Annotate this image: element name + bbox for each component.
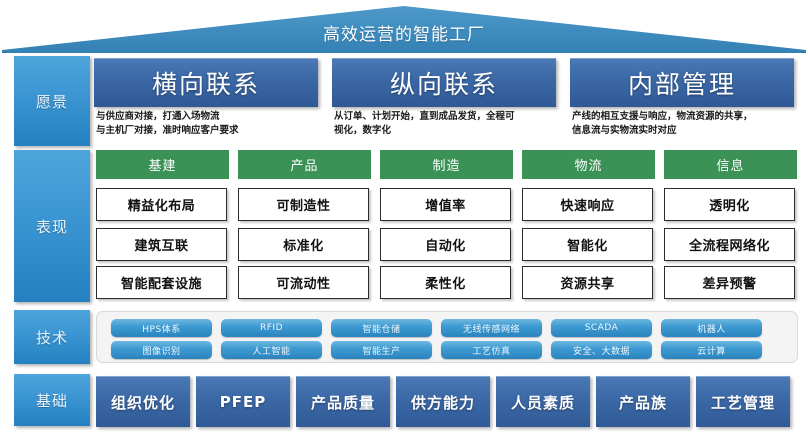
vision-card-title: 内部管理 bbox=[627, 70, 736, 99]
technology-pill[interactable]: SCADA bbox=[551, 319, 652, 337]
vision-description-horizontal: 与供应商对接，打通入场物流 与主机厂对接，准时响应客户要求 bbox=[96, 111, 239, 136]
foundation-box[interactable]: 人员素质 bbox=[496, 376, 590, 427]
vision-card-title: 横向联系 bbox=[151, 70, 260, 99]
performance-column: 产品可制造性标准化可流动性 bbox=[238, 150, 371, 299]
vision-card-vertical[interactable]: 纵向联系 bbox=[332, 58, 556, 107]
foundation-box[interactable]: 工艺管理 bbox=[696, 376, 790, 427]
performance-column: 信息透明化全流程网络化差异预警 bbox=[664, 150, 797, 299]
sidebar-item-technology[interactable]: 技术 bbox=[14, 310, 90, 364]
technology-pill[interactable]: 云计算 bbox=[661, 341, 762, 359]
vision-card-horizontal[interactable]: 横向联系 bbox=[94, 58, 318, 107]
technology-pill[interactable]: 智能仓储 bbox=[331, 319, 432, 337]
performance-cell[interactable]: 可制造性 bbox=[238, 188, 369, 221]
performance-cell[interactable]: 透明化 bbox=[664, 188, 795, 221]
technology-pill[interactable]: 图像识别 bbox=[111, 341, 212, 359]
performance-cell[interactable]: 智能配套设施 bbox=[96, 266, 227, 299]
sidebar-item-performance[interactable]: 表现 bbox=[14, 150, 90, 302]
technology-pill[interactable]: 无线传感网络 bbox=[441, 319, 542, 337]
technology-panel: HPS体系 RFID 智能仓储无线传感网络 SCADA 机器人图像识别人工智能智能生产工… bbox=[96, 311, 798, 363]
performance-cell[interactable]: 资源共享 bbox=[522, 266, 653, 299]
performance-column: 制造增值率自动化柔性化 bbox=[380, 150, 513, 299]
vision-description-vertical: 从订单、计划开始，直到成品发货，全程可 视化，数字化 bbox=[334, 111, 515, 136]
sidebar-item-label: 技术 bbox=[35, 328, 68, 347]
page-title: 高效运营的智能工厂 bbox=[323, 25, 485, 45]
performance-column-header: 制造 bbox=[380, 150, 513, 179]
foundation-box[interactable]: 产品质量 bbox=[296, 376, 390, 427]
technology-pill[interactable]: 人工智能 bbox=[221, 341, 322, 359]
performance-cell[interactable]: 增值率 bbox=[380, 188, 511, 221]
vision-description-internal: 产线的相互支援与响应，物流资源的共享， 信息流与实物流实时对应 bbox=[572, 111, 753, 136]
performance-column-header: 信息 bbox=[664, 150, 797, 179]
performance-column-header: 物流 bbox=[522, 150, 655, 179]
technology-pill[interactable]: 机器人 bbox=[661, 319, 762, 337]
performance-column: 物流快速响应智能化资源共享 bbox=[522, 150, 655, 299]
technology-pill[interactable]: 智能生产 bbox=[331, 341, 432, 359]
vision-card-internal[interactable]: 内部管理 bbox=[570, 58, 794, 107]
performance-cell[interactable]: 快速响应 bbox=[522, 188, 653, 221]
roof-shape bbox=[0, 6, 808, 54]
technology-pill[interactable]: HPS体系 bbox=[111, 319, 212, 337]
performance-cell[interactable]: 智能化 bbox=[522, 228, 653, 261]
technology-pill[interactable]: 工艺仿真 bbox=[441, 341, 542, 359]
performance-column: 基建精益化布局建筑互联智能配套设施 bbox=[96, 150, 229, 299]
foundation-box[interactable]: 产品族 bbox=[596, 376, 690, 427]
sidebar-item-label: 表现 bbox=[35, 217, 68, 236]
performance-grid: 基建精益化布局建筑互联智能配套设施产品可制造性标准化可流动性制造增值率自动化柔性… bbox=[96, 150, 798, 302]
performance-cell[interactable]: 差异预警 bbox=[664, 266, 795, 299]
foundation-box[interactable]: PFEP bbox=[196, 376, 290, 427]
performance-column-header: 产品 bbox=[238, 150, 371, 179]
sidebar-item-label: 基础 bbox=[35, 391, 68, 410]
sidebar-item-vision[interactable]: 愿景 bbox=[14, 56, 90, 146]
performance-cell[interactable]: 标准化 bbox=[238, 228, 369, 261]
performance-cell[interactable]: 自动化 bbox=[380, 228, 511, 261]
performance-cell[interactable]: 精益化布局 bbox=[96, 188, 227, 221]
performance-cell[interactable]: 全流程网络化 bbox=[664, 228, 795, 261]
vision-card-title: 纵向联系 bbox=[389, 70, 498, 99]
foundation-box[interactable]: 供方能力 bbox=[396, 376, 490, 427]
foundation-box[interactable]: 组织优化 bbox=[96, 376, 190, 427]
performance-cell[interactable]: 柔性化 bbox=[380, 266, 511, 299]
technology-pill[interactable]: RFID bbox=[221, 319, 322, 337]
sidebar-item-label: 愿景 bbox=[35, 92, 68, 111]
sidebar-item-foundation[interactable]: 基础 bbox=[14, 374, 90, 426]
performance-cell[interactable]: 建筑互联 bbox=[96, 228, 227, 261]
performance-cell[interactable]: 可流动性 bbox=[238, 266, 369, 299]
performance-column-header: 基建 bbox=[96, 150, 229, 179]
technology-pill[interactable]: 安全、大数据 bbox=[551, 341, 652, 359]
